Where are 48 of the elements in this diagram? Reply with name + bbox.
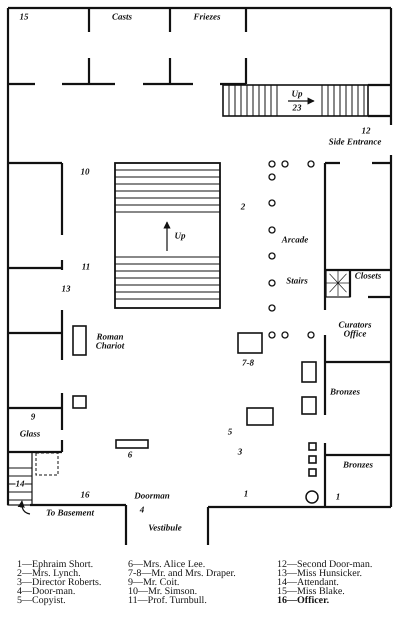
key-entry: 13—Miss Hunsicker.	[277, 569, 362, 579]
room-name: Vestibule	[148, 523, 182, 533]
stair-label: Stairs	[286, 276, 308, 286]
key-entry: 12—Second Door-man.	[277, 560, 372, 570]
key-entry: 3—Director Roberts.	[17, 578, 102, 588]
staff-number: 7-8	[242, 358, 254, 368]
key-entry: 1—Ephraim Short.	[17, 560, 94, 570]
key-entry: 6—Mrs. Alice Lee.	[128, 560, 206, 570]
staff-number: 12	[362, 126, 370, 136]
staff-number: 3	[238, 447, 242, 457]
key-entry: 16—Officer.	[277, 596, 330, 606]
staff-number: 2	[240, 202, 246, 212]
staff-number: 13	[62, 284, 70, 294]
room-name: Bronzes	[330, 387, 360, 397]
room-name: Bronzes	[343, 460, 373, 470]
staff-number: 11	[82, 262, 90, 272]
stair-label: Up	[174, 231, 186, 241]
key-entry: 9—Mr. Coit.	[128, 578, 180, 588]
staff-label: Doorman	[134, 491, 170, 501]
key-entry: 10—Mr. Simson.	[128, 587, 198, 597]
staff-number: 5	[228, 427, 232, 437]
room-name: Friezes	[194, 12, 220, 22]
stair-label: Up	[292, 89, 302, 99]
room-name: Glass	[20, 429, 40, 439]
key-entry: 15—Miss Blake.	[277, 587, 345, 597]
room-number: 15	[20, 12, 28, 22]
stair-number: 23	[292, 103, 302, 113]
key-entry: 7-8—Mr. and Mrs. Draper.	[128, 569, 236, 579]
key-entry: 2—Mrs. Lynch.	[17, 569, 81, 579]
direction-label: To Basement	[46, 508, 94, 518]
key-entry: 11—Prof. Turnbull.	[128, 596, 207, 606]
room-name: Curators Office	[337, 320, 373, 340]
staff-number: 1	[336, 492, 340, 502]
staff-number: 10	[80, 167, 90, 177]
staff-number: 16	[80, 490, 90, 500]
key-entry: 5—Copyist.	[17, 596, 66, 606]
staff-number: 14	[16, 479, 24, 489]
staff-number: 6	[128, 450, 132, 460]
staff-number: 4	[140, 505, 144, 515]
room-name: Closets	[354, 271, 382, 281]
staff-number: 9	[30, 412, 36, 422]
exhibit-label: Roman Chariot	[94, 332, 126, 352]
area-label: Arcade	[282, 235, 308, 245]
room-name: Casts	[112, 12, 132, 22]
key-entry: 14—Attendant.	[277, 578, 339, 588]
key-entry: 4—Door-man.	[17, 587, 76, 597]
entrance-label: Side Entrance	[328, 137, 382, 147]
staff-number: 1	[244, 489, 248, 499]
